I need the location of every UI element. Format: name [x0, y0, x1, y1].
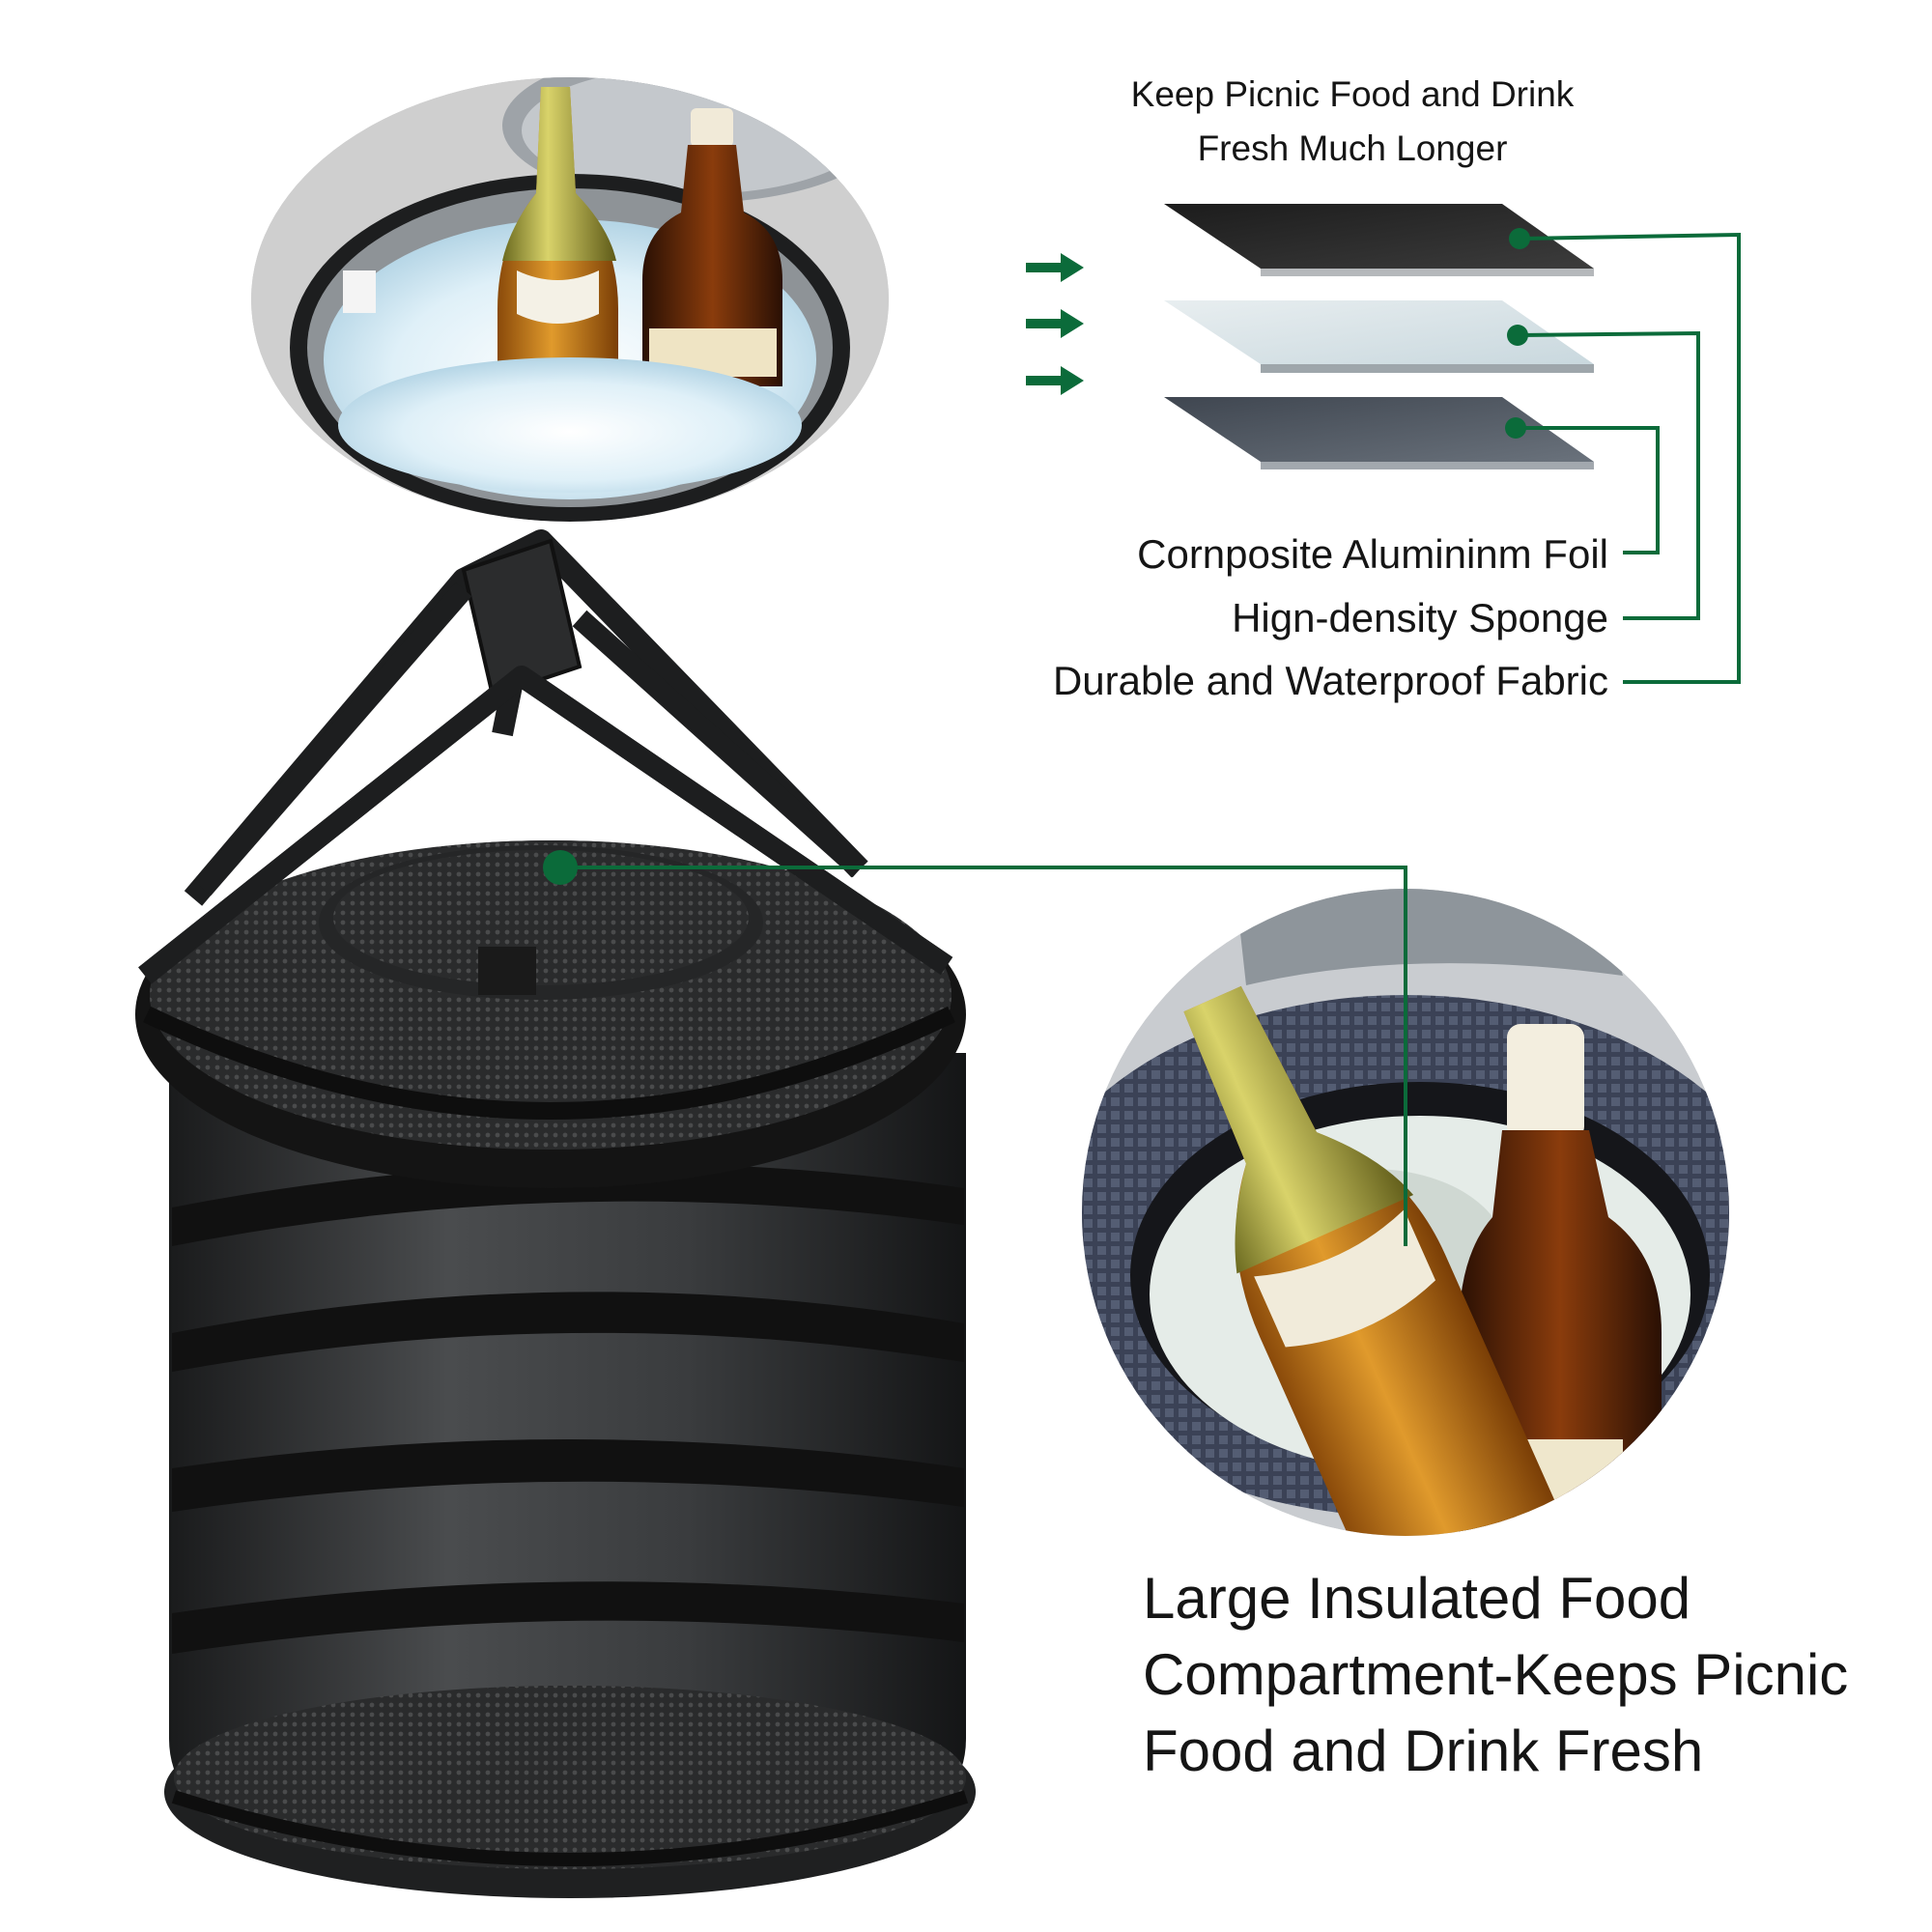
caption-line-2: Compartment-Keeps Picnic: [1143, 1642, 1849, 1707]
top-inset-photo: [251, 77, 889, 522]
right-arrow-icon: [1026, 366, 1084, 395]
right-arrow-icon: [1026, 253, 1084, 282]
caption-line-1: Large Insulated Food: [1143, 1566, 1691, 1631]
cooler-bag: [135, 529, 976, 1898]
caption-line-3: Food and Drink Fresh: [1143, 1719, 1704, 1783]
sponge-layer: [1164, 300, 1594, 373]
fabric-layer: [1164, 204, 1594, 276]
feature-heading: Keep Picnic Food and Drink Fresh Much Lo…: [1063, 68, 1642, 176]
material-layers: [1164, 204, 1594, 469]
callout-dots: [1505, 228, 1530, 439]
bag-callout: [543, 850, 1407, 1246]
layer-label-sponge: Hign-density Sponge: [1232, 595, 1608, 640]
callout-dot-icon: [1507, 325, 1528, 346]
heading-line-1: Keep Picnic Food and Drink: [1130, 74, 1575, 114]
right-arrow-icon: [1026, 309, 1084, 338]
heading-line-2: Fresh Much Longer: [1197, 128, 1508, 168]
layer-callouts: [1518, 232, 1741, 684]
callout-dot-icon: [1509, 228, 1530, 249]
callout-dot-icon: [1505, 417, 1526, 439]
arrow-group: [1026, 253, 1084, 395]
feature-caption: Large Insulated Food Compartment-Keeps P…: [1143, 1560, 1916, 1789]
layer-label-fabric: Durable and Waterproof Fabric: [1052, 658, 1608, 703]
foil-layer: [1164, 397, 1594, 469]
layer-label-foil: Cornposite Alumininm Foil: [1137, 531, 1608, 577]
callout-dot-icon: [543, 850, 578, 885]
